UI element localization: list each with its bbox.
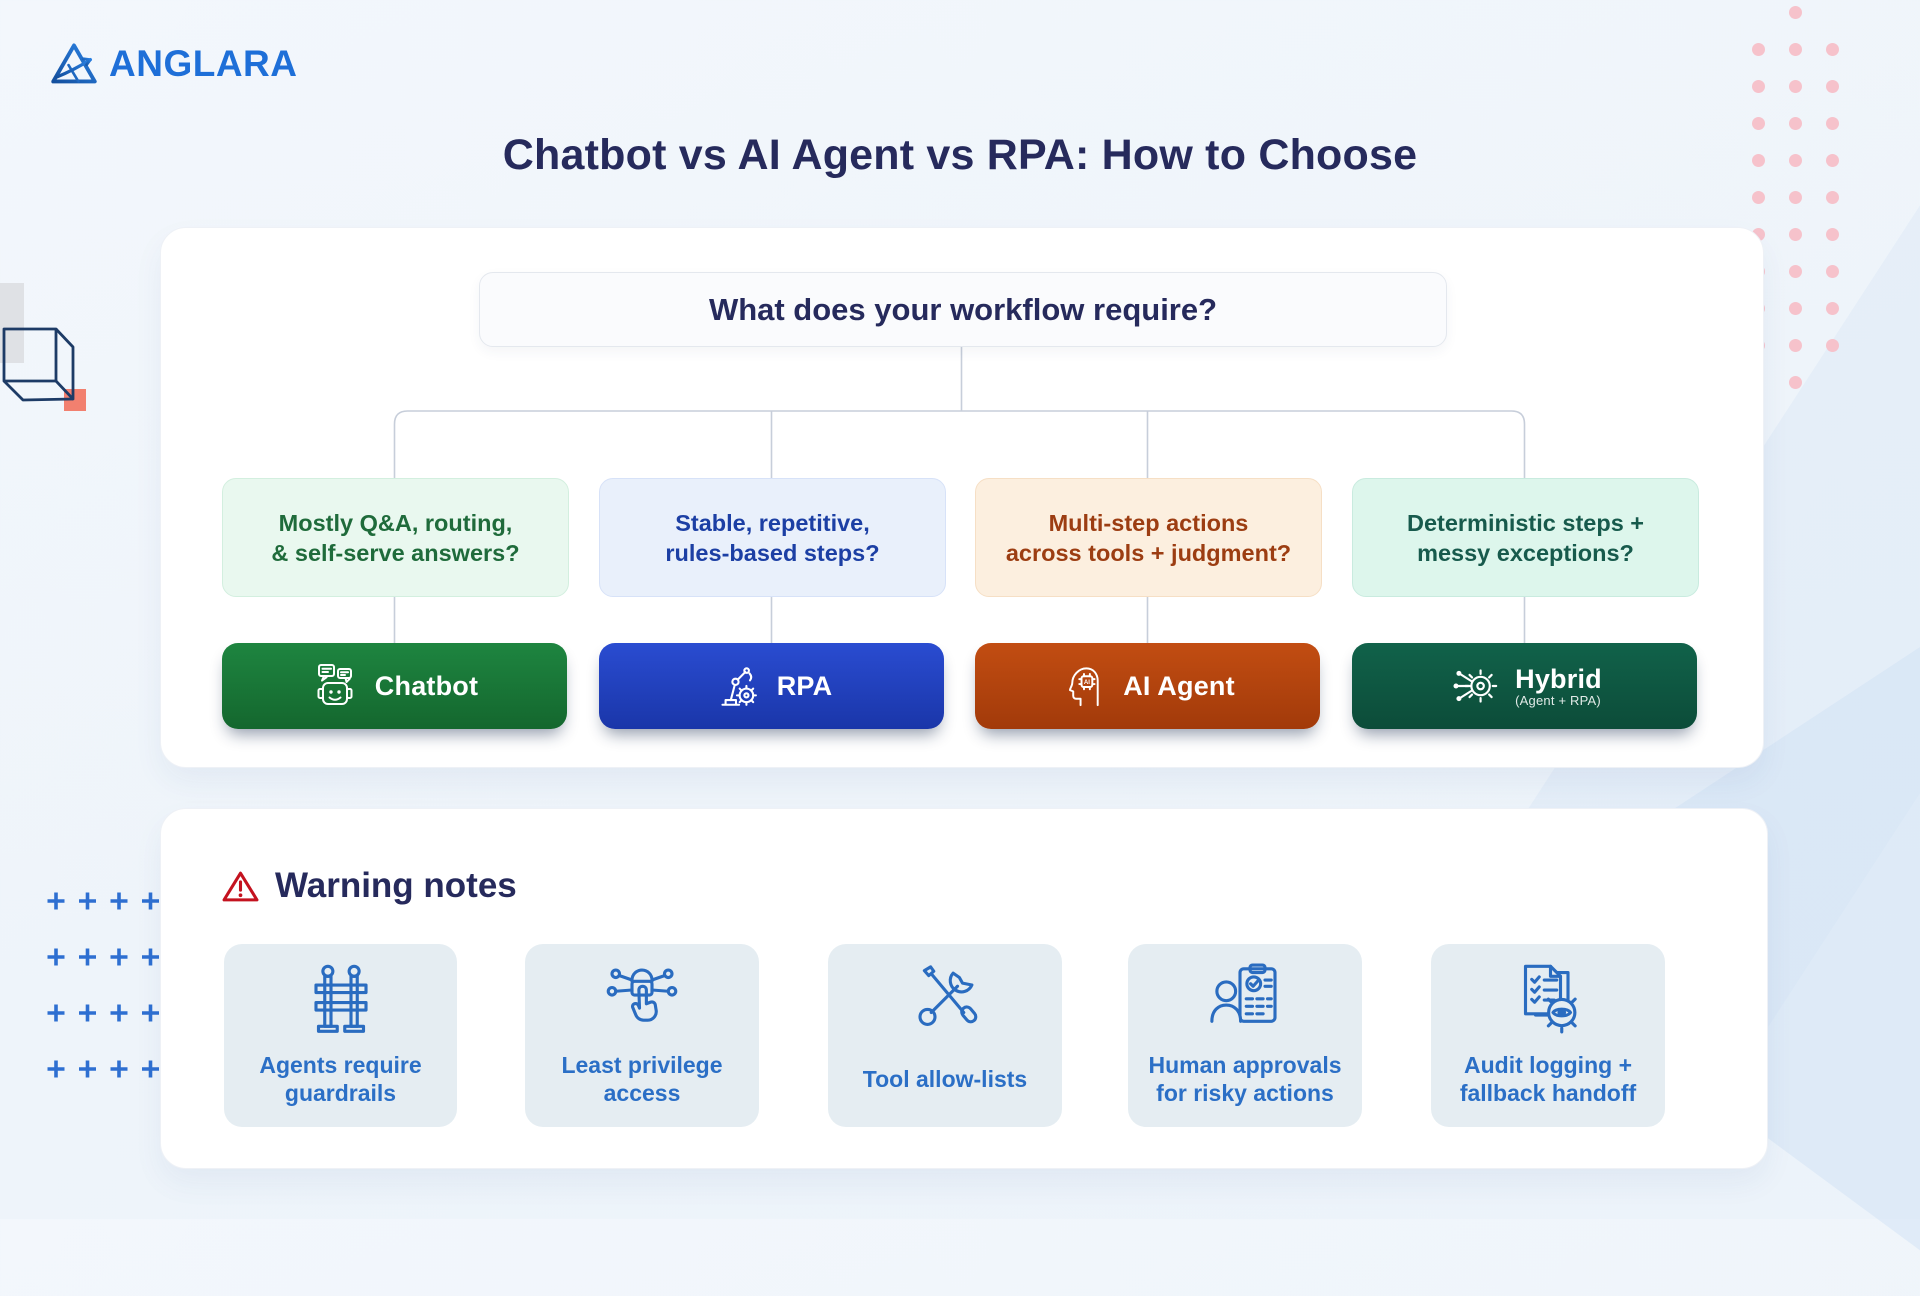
warning-triangle-icon	[222, 871, 259, 902]
ai-agent-button[interactable]: AI AI Agent	[975, 643, 1320, 729]
question-node-hybrid: Deterministic steps + messy exceptions?	[1352, 478, 1699, 597]
question-node-chatbot: Mostly Q&A, routing, & self-serve answer…	[222, 478, 569, 597]
chatbot-icon	[317, 664, 353, 705]
brand-name: ANGLARA	[109, 43, 298, 84]
note-label: Audit logging + fallback handoff	[1459, 1051, 1637, 1106]
guardrails-icon	[313, 964, 368, 1033]
note-card-guardrails: Agents require guardrails	[224, 944, 457, 1127]
hybrid-button-sublabel: (Agent + RPA)	[1515, 692, 1601, 708]
page-root: { "brand": { "name": "ANGLARA" }, "page_…	[0, 0, 1920, 1219]
question-line: Deterministic steps +	[1406, 509, 1645, 536]
ai-agent-icon: AI	[1069, 666, 1099, 706]
cube-icon	[0, 283, 86, 411]
least-privilege-icon	[606, 968, 678, 1022]
note-label: Tool allow-lists	[862, 1065, 1028, 1092]
cube-decoration	[0, 280, 98, 430]
note-label: Least privilege access	[561, 1051, 723, 1106]
hybrid-button[interactable]: Hybrid (Agent + RPA)	[1352, 643, 1697, 729]
rpa-icon	[721, 667, 757, 706]
question-line: Stable, repetitive,	[675, 509, 870, 536]
note-card-human-approvals: Human approvals for risky actions	[1128, 944, 1362, 1127]
rpa-button[interactable]: RPA	[599, 643, 944, 729]
question-line: across tools + judgment?	[1005, 539, 1292, 566]
question-node-ai-agent: Multi-step actions across tools + judgme…	[975, 478, 1322, 597]
question-node-rpa: Stable, repetitive, rules-based steps?	[599, 478, 946, 597]
warning-header: Warning notes	[222, 866, 517, 906]
brand-logo[interactable]: ANGLARA	[50, 42, 297, 86]
rpa-button-label: RPA	[776, 670, 833, 701]
note-card-least-privilege: Least privilege access	[525, 944, 759, 1127]
human-approvals-icon	[1210, 963, 1277, 1023]
question-line: & self-serve answers?	[271, 539, 520, 566]
chatbot-button-label: Chatbot	[374, 670, 479, 701]
hybrid-icon	[1453, 669, 1498, 703]
svg-text:AI: AI	[1084, 680, 1090, 686]
root-question-text: What does your workflow require?	[708, 291, 1218, 327]
chatbot-button[interactable]: Chatbot	[222, 643, 567, 729]
question-line: messy exceptions?	[1417, 539, 1634, 566]
note-label: Human approvals for risky actions	[1148, 1051, 1342, 1106]
plus-grid-decoration	[38, 884, 188, 1099]
note-card-audit-logging: Audit logging + fallback handoff	[1431, 944, 1665, 1127]
plus-grid-icon	[47, 892, 159, 1078]
brand-triangle-icon	[51, 43, 97, 84]
question-line: Multi-step actions	[1048, 509, 1249, 536]
dots-grid-decoration	[1752, 6, 1839, 389]
note-card-tool-allowlists: Tool allow-lists	[828, 944, 1062, 1127]
page-title: Chatbot vs AI Agent vs RPA: How to Choos…	[502, 131, 1418, 179]
audit-logging-icon	[1523, 964, 1577, 1034]
warning-heading: Warning notes	[275, 866, 517, 905]
ai-agent-button-label: AI Agent	[1123, 670, 1235, 701]
question-line: Mostly Q&A, routing,	[278, 509, 513, 536]
hybrid-button-label: Hybrid	[1515, 663, 1602, 694]
tool-allowlists-icon	[918, 965, 978, 1026]
question-line: rules-based steps?	[665, 539, 880, 566]
note-label: Agents require guardrails	[259, 1051, 422, 1106]
root-question-box: What does your workflow require?	[479, 272, 1447, 347]
